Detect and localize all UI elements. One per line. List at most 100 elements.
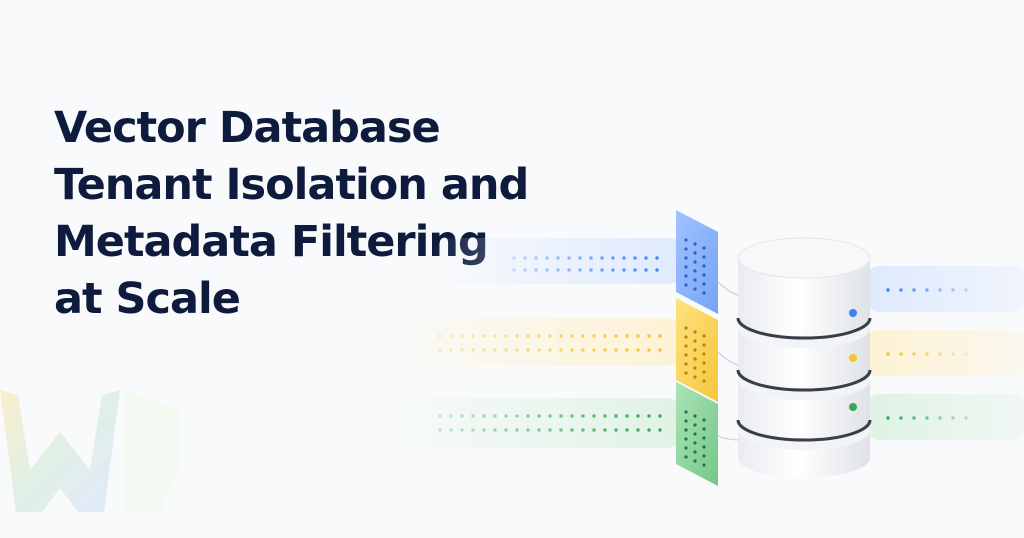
card-dot bbox=[702, 463, 706, 467]
card-dot bbox=[693, 441, 697, 445]
vector-dot bbox=[581, 414, 585, 418]
card-dot bbox=[693, 269, 697, 273]
vector-dot bbox=[545, 256, 549, 260]
vector-dot bbox=[449, 348, 453, 352]
card-dot bbox=[693, 251, 697, 255]
vector-dot bbox=[567, 256, 571, 260]
vector-dot bbox=[647, 428, 651, 432]
vector-dot bbox=[493, 334, 497, 338]
vector-dot bbox=[925, 352, 929, 356]
vector-dot bbox=[512, 256, 516, 260]
vector-dot bbox=[636, 334, 640, 338]
vector-card-yellow bbox=[676, 298, 718, 402]
database-icon bbox=[736, 237, 872, 478]
vector-dot bbox=[534, 256, 538, 260]
vector-dot bbox=[644, 256, 648, 260]
input-stream-green bbox=[380, 398, 690, 448]
vector-dot bbox=[925, 416, 929, 420]
card-dot bbox=[693, 278, 697, 282]
card-dot bbox=[684, 353, 688, 357]
card-dot bbox=[702, 343, 706, 347]
vector-dot bbox=[570, 348, 574, 352]
vector-dot bbox=[504, 414, 508, 418]
card-dot bbox=[702, 352, 706, 356]
vector-dot bbox=[537, 334, 541, 338]
vector-dot bbox=[592, 334, 596, 338]
card-dot bbox=[693, 357, 697, 361]
vector-dot bbox=[614, 414, 618, 418]
card-dot bbox=[684, 256, 688, 260]
vector-dot bbox=[556, 256, 560, 260]
vector-dot bbox=[526, 414, 530, 418]
vector-dot bbox=[625, 348, 629, 352]
card-dot bbox=[702, 255, 706, 259]
title-line-1: Vector Database bbox=[54, 103, 441, 153]
card-dot bbox=[702, 445, 706, 449]
vector-dot bbox=[938, 288, 942, 292]
card-dot bbox=[702, 370, 706, 374]
vector-dot bbox=[622, 268, 626, 272]
vector-dot bbox=[899, 288, 903, 292]
card-dot bbox=[684, 428, 688, 432]
card-dot bbox=[684, 419, 688, 423]
vector-dot bbox=[581, 334, 585, 338]
vector-dot bbox=[512, 268, 516, 272]
vector-dot bbox=[658, 414, 662, 418]
vector-dot bbox=[559, 348, 563, 352]
vector-dot bbox=[592, 348, 596, 352]
card-dot bbox=[702, 361, 706, 365]
vector-dot bbox=[449, 414, 453, 418]
vector-dot bbox=[515, 334, 519, 338]
logo-mark bbox=[0, 390, 180, 512]
vector-dot bbox=[658, 348, 662, 352]
vector-card-blue bbox=[676, 210, 718, 314]
vector-dot bbox=[523, 268, 527, 272]
vector-dot bbox=[460, 348, 464, 352]
vector-dot bbox=[647, 334, 651, 338]
card-dot bbox=[684, 446, 688, 450]
vector-dot bbox=[964, 416, 968, 420]
vector-dot bbox=[938, 416, 942, 420]
vector-dot bbox=[592, 428, 596, 432]
vector-dot bbox=[504, 334, 508, 338]
vector-dot bbox=[622, 256, 626, 260]
vector-dot bbox=[460, 414, 464, 418]
vector-dot bbox=[614, 348, 618, 352]
vector-dot bbox=[644, 268, 648, 272]
vector-dot bbox=[526, 428, 530, 432]
vector-dot bbox=[537, 414, 541, 418]
vector-dot bbox=[655, 268, 659, 272]
vector-dot bbox=[460, 428, 464, 432]
vector-dot bbox=[471, 334, 475, 338]
card-dot bbox=[702, 246, 706, 250]
card-dot bbox=[702, 282, 706, 286]
vector-dot bbox=[534, 268, 538, 272]
vector-dot bbox=[886, 288, 890, 292]
card-dot bbox=[693, 423, 697, 427]
output-stream-yellow bbox=[868, 330, 1024, 376]
vector-dot bbox=[655, 256, 659, 260]
card-dot bbox=[693, 348, 697, 352]
vector-dot bbox=[951, 352, 955, 356]
vector-dot bbox=[899, 416, 903, 420]
vector-dot bbox=[471, 348, 475, 352]
vector-dot bbox=[603, 414, 607, 418]
card-dot bbox=[684, 247, 688, 251]
vector-dot bbox=[438, 334, 442, 338]
vector-dot bbox=[493, 348, 497, 352]
vector-dot bbox=[482, 414, 486, 418]
vector-dot bbox=[600, 268, 604, 272]
card-dot bbox=[693, 366, 697, 370]
vector-dot bbox=[647, 348, 651, 352]
vector-dot bbox=[603, 428, 607, 432]
card-dot bbox=[684, 238, 688, 242]
vector-dot bbox=[504, 428, 508, 432]
vector-dot bbox=[515, 348, 519, 352]
vector-dot bbox=[567, 268, 571, 272]
vector-dot bbox=[611, 268, 615, 272]
vector-dot bbox=[504, 348, 508, 352]
vector-dot bbox=[589, 268, 593, 272]
card-dot bbox=[702, 273, 706, 277]
card-dot bbox=[693, 260, 697, 264]
